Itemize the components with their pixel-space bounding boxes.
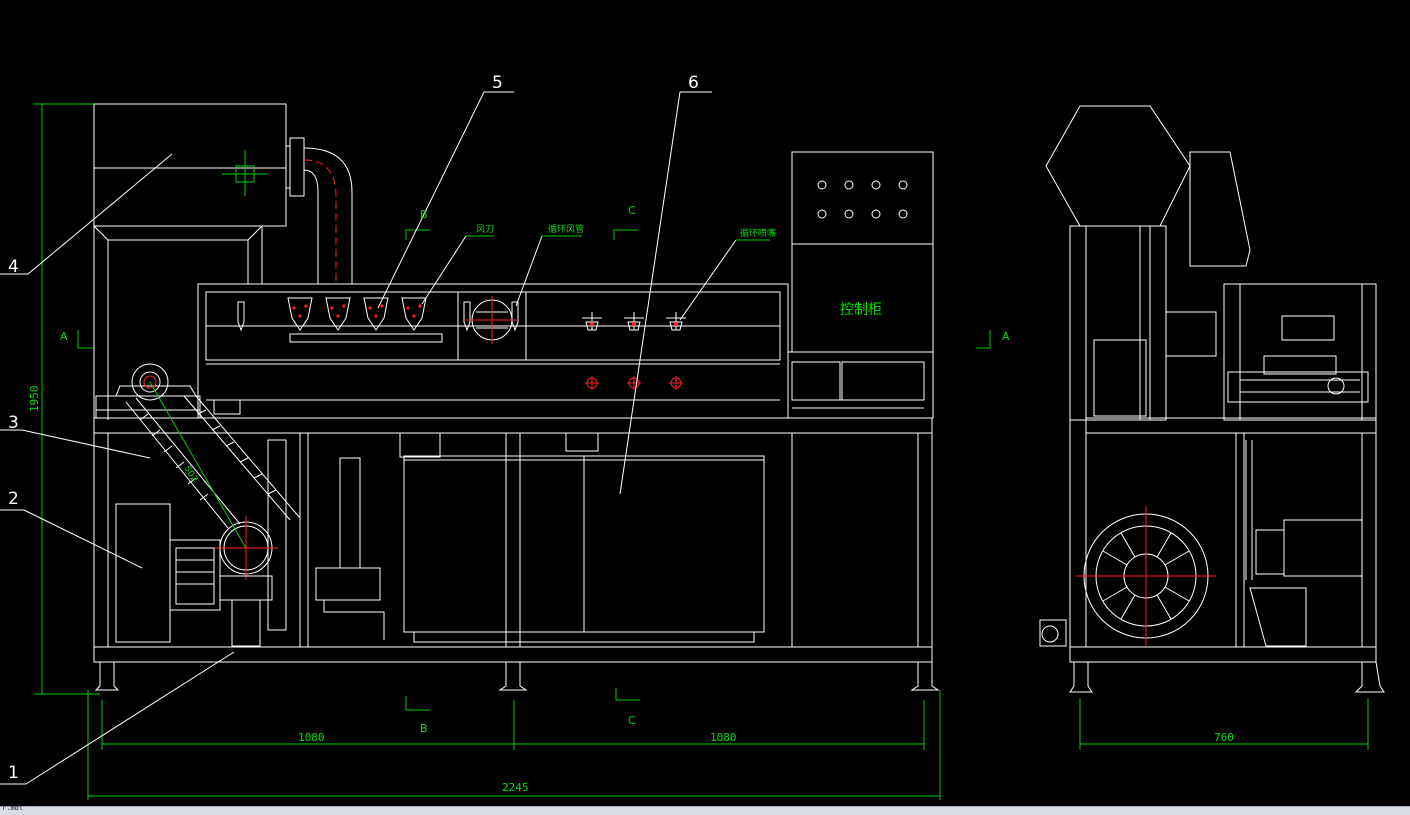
side-blower	[1076, 506, 1216, 646]
section-mark-b-top: B	[420, 208, 428, 221]
callout-4: 4	[8, 257, 19, 277]
callout-5: 5	[492, 73, 503, 93]
control-cabinet	[787, 151, 934, 419]
status-text: r.mdl	[2, 804, 24, 812]
inspection-marks	[585, 376, 683, 390]
hopper-top	[93, 103, 287, 169]
section-mark-a-right: A	[1002, 330, 1010, 343]
tunnel-body	[197, 283, 789, 419]
side-hopper	[1045, 105, 1191, 227]
lower-piping	[267, 439, 385, 640]
label-air-pipe: 循环风管	[548, 223, 584, 235]
conveyor-chain	[95, 363, 301, 580]
dim-side-width: 760	[1214, 731, 1234, 744]
status-bar: r.mdl	[0, 804, 1410, 815]
side-view	[1039, 105, 1385, 693]
leader-lines	[0, 91, 770, 785]
front-view	[93, 103, 940, 691]
air-pipe-fan	[466, 296, 518, 344]
dimension-lines	[34, 103, 1369, 800]
callout-1: 1	[8, 763, 19, 783]
dim-left-span: 1080	[298, 731, 325, 744]
spray-nozzle-array	[582, 312, 686, 331]
callout-2: 2	[8, 489, 19, 509]
section-mark-b-bottom: B	[420, 722, 428, 735]
section-mark-a-left: A	[60, 330, 68, 343]
dim-right-span: 1080	[710, 731, 737, 744]
dim-height: 1950	[28, 386, 41, 413]
support-frame	[93, 417, 940, 691]
callout-3: 3	[8, 413, 19, 433]
label-control-cabinet: 控制柜	[840, 302, 882, 318]
hopper-center-mark	[222, 150, 268, 196]
dim-total-length: 2245	[502, 781, 529, 794]
hopper-body	[93, 167, 287, 227]
label-spray-nozzle: 循环喷嘴	[740, 227, 776, 239]
water-tank	[399, 432, 765, 643]
section-mark-c-bottom: C	[628, 714, 636, 727]
callout-6: 6	[688, 73, 699, 93]
drive-motor	[115, 503, 273, 647]
section-mark-c-top: C	[628, 204, 636, 217]
label-wind-knife: 风刀	[476, 224, 494, 235]
wind-knife-array	[287, 297, 443, 343]
